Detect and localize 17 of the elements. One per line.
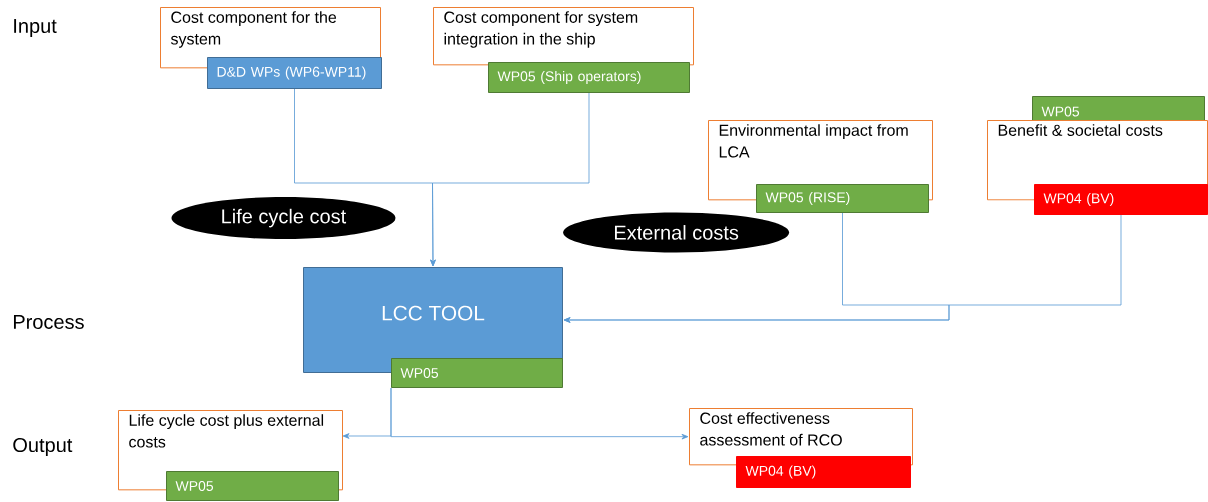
tag-box: WP04 (BV) (1034, 184, 1208, 215)
tag-box: WP05 (Ship operators) (488, 62, 690, 93)
row-label: Process (14, 315, 84, 329)
ellipse-label: Life cycle cost (171, 197, 396, 240)
text-box: Cost component for system integration in the ship (433, 7, 694, 66)
tag-box: WP05 (391, 358, 563, 388)
node-label: Benefit & societal costs (998, 124, 1163, 136)
tag-box: D&D WPs (WP6-WP11) (207, 57, 382, 89)
tag-box: WP05 (166, 471, 339, 501)
connector-arrow (563, 214, 1122, 323)
connector-arrow (430, 92, 590, 267)
tag-box: WP05 (RISE) (756, 184, 929, 213)
connector-arrow (390, 387, 689, 440)
row-label: Input (14, 19, 57, 37)
tag-box: WP04 (BV) (736, 456, 911, 488)
ellipse-label: External costs (563, 212, 790, 253)
row-label: Output (13, 437, 73, 457)
